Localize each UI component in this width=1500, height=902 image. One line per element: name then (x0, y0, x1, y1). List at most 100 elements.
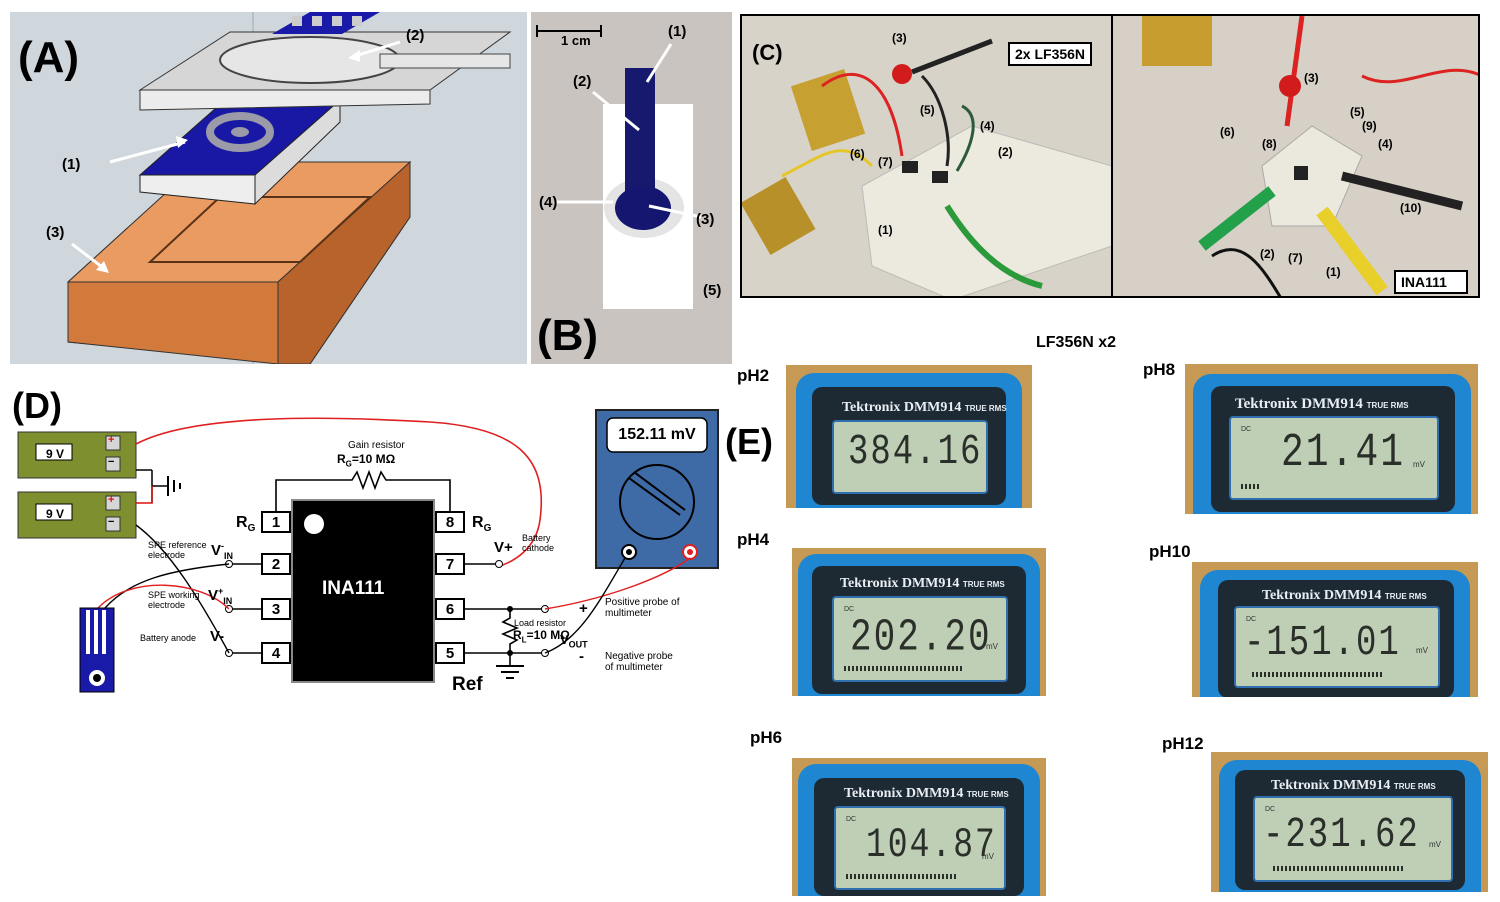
meter-photo-ph2: Tektronix DMM914 TRUE RMS 384.16 (786, 365, 1032, 508)
c-left-label-3: (3) (892, 31, 907, 45)
dial-pointer (628, 477, 681, 516)
pin-7: 7 (445, 556, 455, 573)
meter-unit: mV (1429, 840, 1441, 849)
blue-chip-side (254, 98, 341, 206)
ina111-box: INA111 (1394, 270, 1468, 294)
meter-brand: Tektronix DMM914 (844, 786, 964, 801)
blue-track (625, 68, 655, 208)
battery-label: 9 V (45, 447, 64, 461)
pin (332, 16, 342, 26)
meter-reading: 21.41 (1281, 426, 1406, 480)
meter-photo-ph12: Tektronix DMM914 TRUE RMS DC -231.62 mV (1211, 752, 1488, 892)
chip-name: INA111 (322, 578, 385, 599)
pin-8: 8 (445, 514, 455, 531)
screen-printed-electrode-photo (536, 25, 702, 309)
panel-c-letter: (C) (752, 40, 783, 65)
arrow-1 (109, 140, 186, 164)
meter-photo-ph6: Tektronix DMM914 TRUE RMS DC 104.87 mV (792, 758, 1046, 896)
green-clip (944, 204, 1043, 289)
dial-pointer (633, 471, 686, 511)
meter-brand-tag: TRUE RMS (1384, 592, 1427, 601)
meter-photo-ph4: Tektronix DMM914 TRUE RMS DC 202.20 mV (792, 548, 1046, 696)
rg-right: RG (472, 514, 492, 535)
node (495, 560, 503, 568)
pin1-marker (304, 514, 324, 534)
battery-9v-2 (742, 177, 816, 255)
label-2: (2) (573, 73, 592, 90)
label-5: (5) (703, 282, 722, 299)
arrow (658, 262, 692, 284)
panel-a: (A) (1) (2) (3) (10, 12, 527, 365)
load-resistor-title: Load resistor (514, 618, 567, 628)
red-probe (1279, 75, 1301, 97)
meter-unit: mV (982, 852, 994, 861)
plus-sign: + (108, 434, 115, 446)
c-right-label-2: (2) (1260, 247, 1275, 261)
panel-c: (C) 2x LF356N INA111 (1) (2) (3) (4) (5)… (740, 14, 1480, 298)
panel-e-header: LF356N x2 (1036, 334, 1117, 351)
copper-base-front (67, 281, 279, 365)
arrow (648, 204, 702, 219)
wire (781, 149, 874, 178)
c-left-label-4: (4) (980, 119, 995, 133)
meter-brand: Tektronix DMM914 (1235, 396, 1363, 412)
copper-base-side (277, 160, 411, 365)
ph-label: pH8 (1143, 360, 1176, 379)
meter-reading: 202.20 (850, 612, 992, 664)
panel-e-letter: (E) (725, 421, 773, 462)
terminal (105, 516, 121, 532)
meter-brand-tag: TRUE RMS (966, 790, 1009, 799)
sensor-track (94, 610, 98, 654)
wire-positive-probe (544, 557, 691, 610)
pin (292, 16, 302, 26)
meter-brand-tag: TRUE RMS (964, 404, 1007, 413)
pin-6: 6 (445, 601, 455, 618)
ph-label: pH10 (1149, 542, 1191, 561)
c-left-label-5: (5) (920, 103, 935, 117)
label-1: (1) (62, 156, 81, 173)
terminal (105, 495, 121, 511)
electrode-center (231, 127, 249, 137)
black-probe (1340, 171, 1464, 211)
meter-reading: 104.87 (866, 822, 997, 869)
label-2: (2) (406, 27, 425, 44)
c-left-label-7: (7) (878, 155, 893, 169)
multimeter-display (606, 417, 708, 453)
gain-resistor-value: RG=10 MΩ (337, 452, 396, 469)
rg-left: RG (236, 514, 256, 535)
meter-photo-ph8: Tektronix DMM914 TRUE RMS DC 21.41 mV (1185, 364, 1478, 514)
c-right-label-3: (3) (1304, 71, 1319, 85)
connector-blue (272, 12, 380, 34)
v-in-minus: V-IN (211, 541, 234, 561)
meter-brand: Tektronix DMM914 (1271, 778, 1391, 793)
sensor-track (86, 610, 90, 654)
panel-d-letter: (D) (12, 385, 62, 426)
meter-dc: DC (1246, 616, 1257, 623)
arrowhead-1 (176, 136, 188, 148)
meter-unit: mV (986, 642, 998, 651)
minus-sign: − (108, 456, 115, 468)
v-out: VOUT (560, 632, 588, 650)
jack-center (687, 549, 693, 555)
ph-label: pH6 (750, 728, 783, 747)
gray-cover-window (219, 36, 401, 84)
c-right-label-4: (4) (1378, 137, 1393, 151)
c-right-label-10: (10) (1400, 201, 1422, 215)
arrow (592, 90, 640, 132)
sensor-electrode-center (93, 674, 101, 682)
black-probe (911, 38, 993, 75)
c-left-label-6: (6) (850, 147, 865, 161)
wire (1284, 16, 1305, 127)
ina111-chip (1294, 166, 1308, 180)
gain-resistor-title: Gain resistor (348, 440, 405, 451)
load-resistor-value: RL=10 MΩ (513, 628, 570, 645)
panel-b: 1 cm (1) (2) (3) (4) (5) (B) (531, 12, 732, 364)
ph-label: pH4 (737, 530, 770, 549)
pin (312, 16, 322, 26)
out-plus: + (579, 600, 588, 617)
v-plus: V+ (494, 539, 513, 556)
battery-label: 9 V (45, 507, 64, 521)
pin-2: 2 (271, 556, 281, 573)
meter-dc: DC (1241, 426, 1252, 433)
